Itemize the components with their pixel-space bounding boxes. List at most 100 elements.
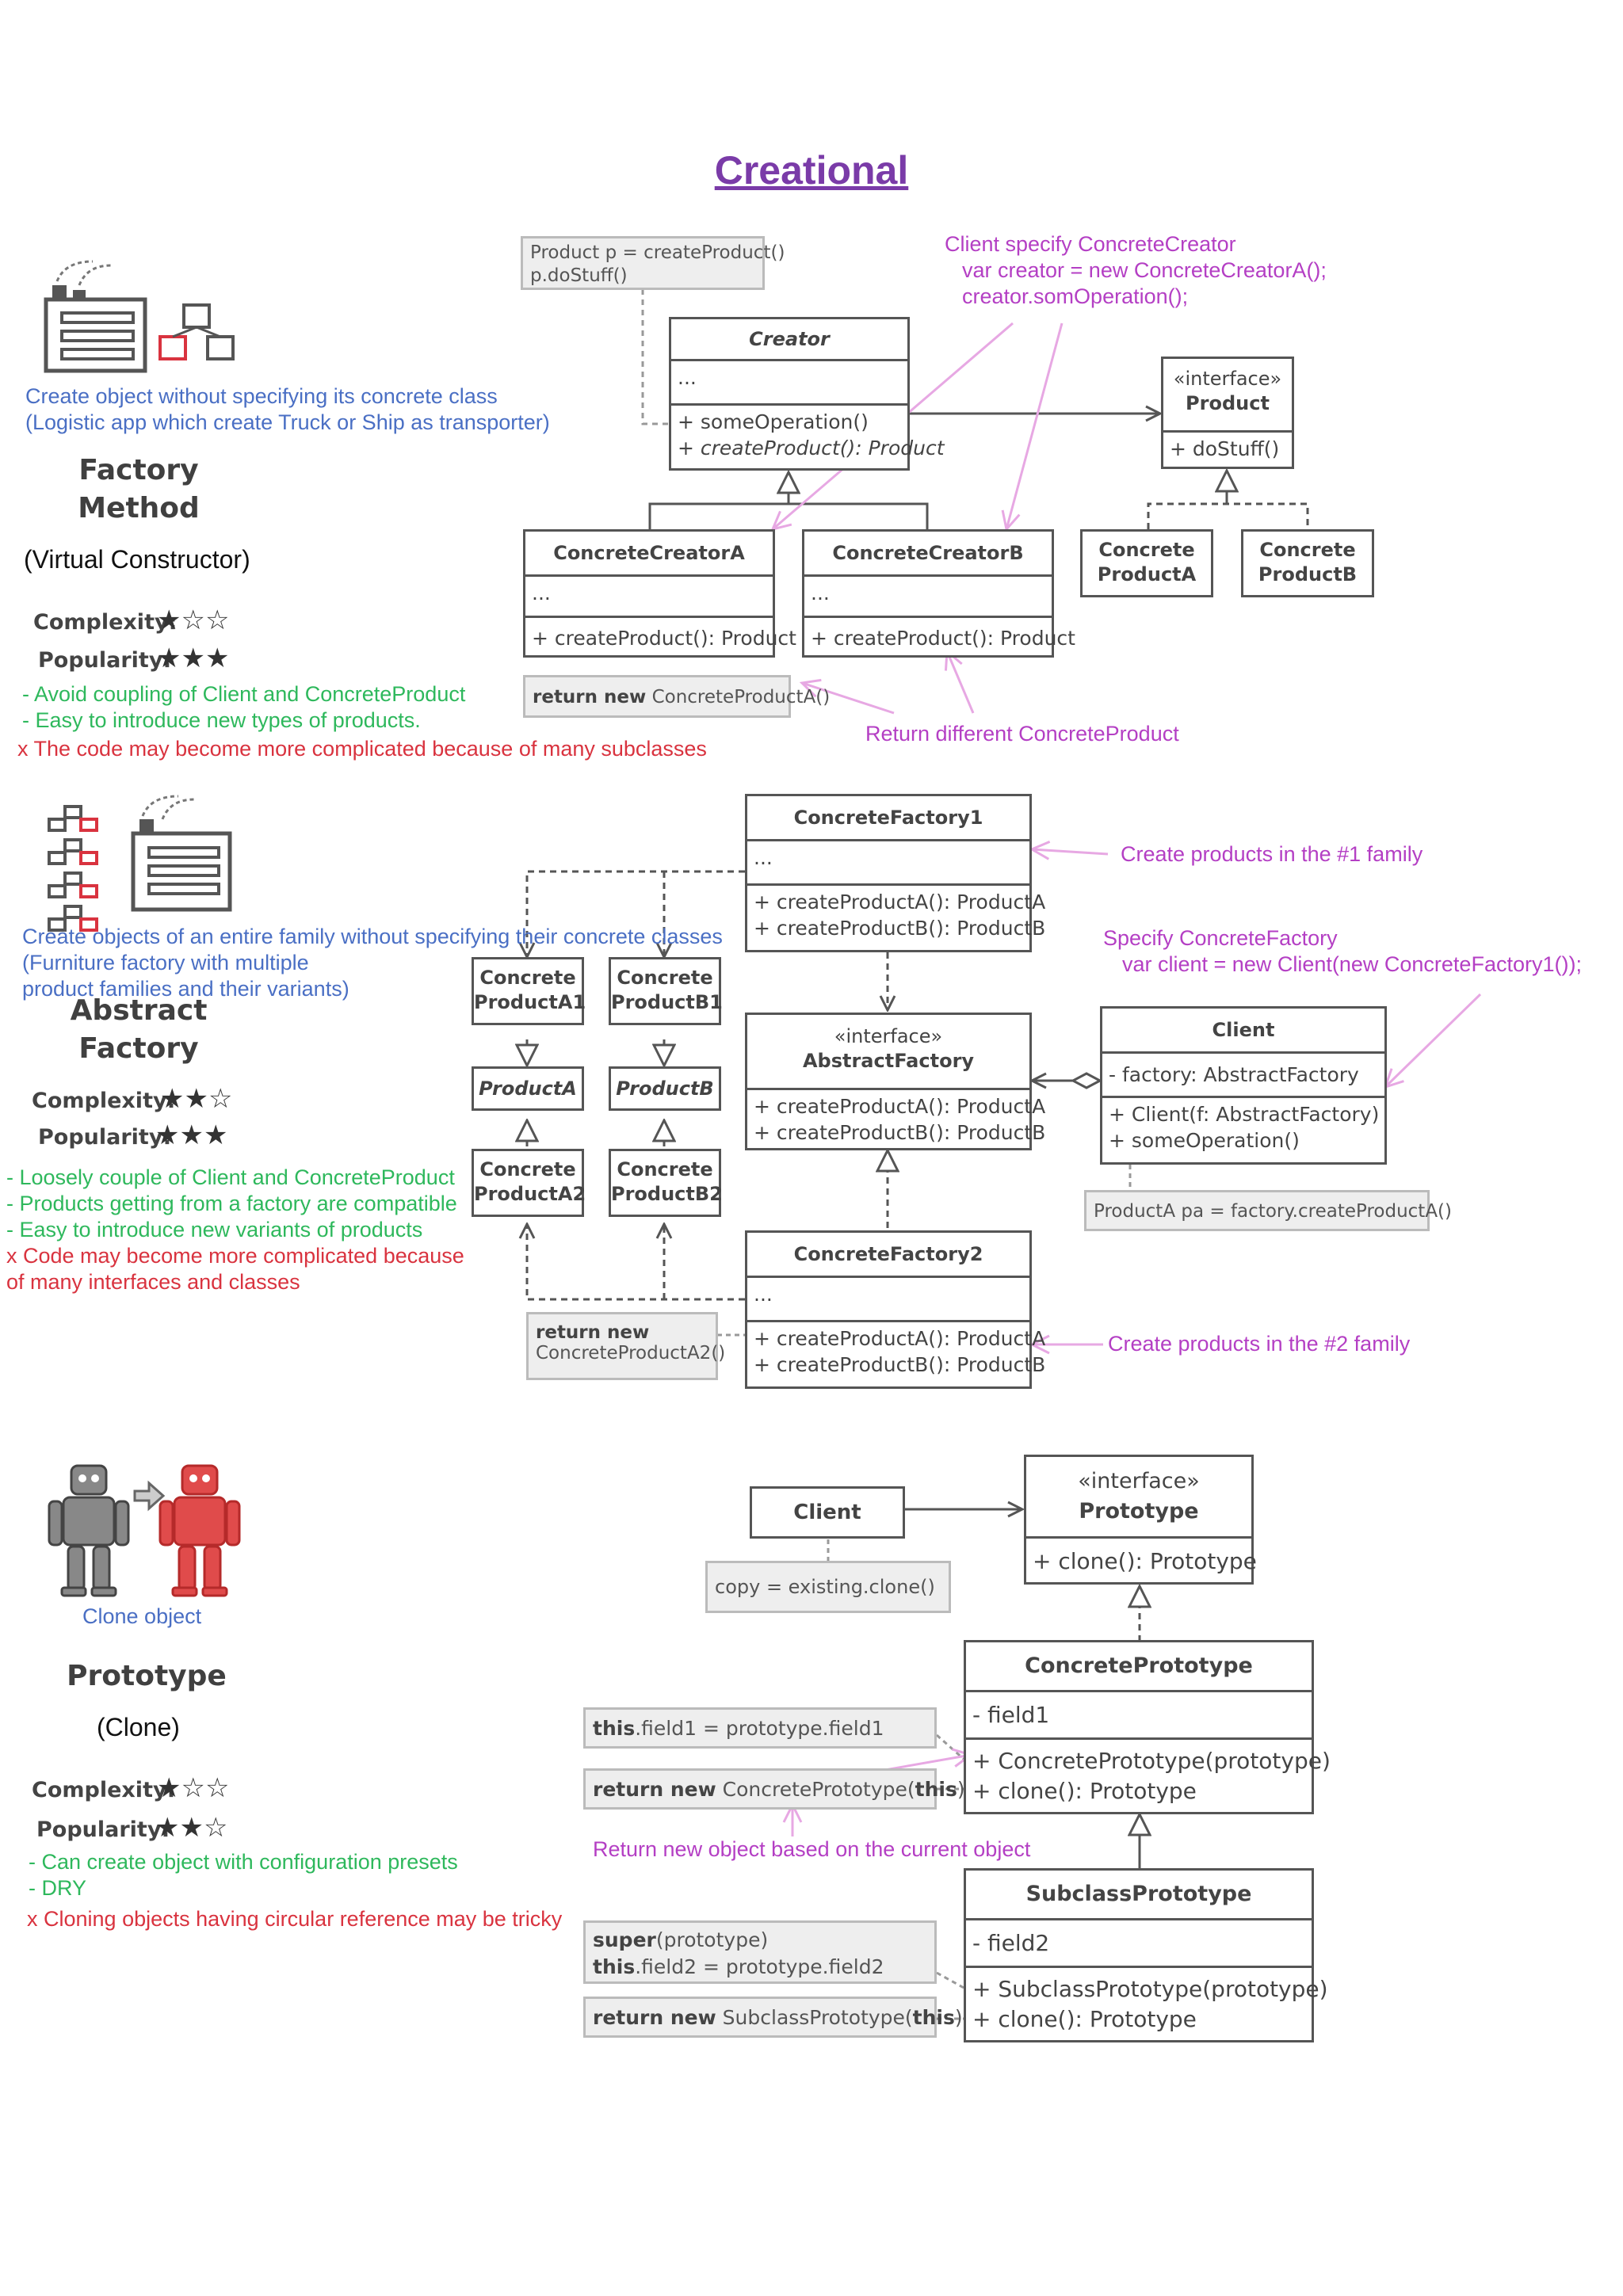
class-fields: ... [804,574,1052,616]
af-concrete-factory-1: ConcreteFactory1 ... + createProductA():… [745,794,1045,952]
af-example-2: product families and their variants) [22,977,349,1001]
fm-complexity-label: Complexity: [33,610,178,635]
proto-popularity-label: Popularity: [36,1817,170,1842]
star-filled-icon: ★ [203,1120,228,1150]
class-name: «interface» Prototype [1078,1469,1200,1524]
proto-note-field1: this.field1 = prototype.field1 [583,1707,937,1749]
robot-clone-red-icon [158,1464,241,1597]
af-pro-1: - Loosely couple of Client and ConcreteP… [6,1165,455,1189]
star-filled-icon: ★ [179,1120,204,1150]
proto-subclass-prototype: SubclassPrototype - field2 + SubclassPro… [964,1868,1328,2042]
af-product-b-interface: ProductB [609,1066,721,1111]
af-pattern-name: Abstract Factory [48,992,230,1068]
af-product-a-interface: ProductA [472,1066,584,1111]
af-complexity-stars: ★★☆ [160,1085,232,1112]
class-methods: + Client(f: AbstractFactory)+ someOperat… [1102,1096,1384,1162]
star-filled-icon: ★ [160,1084,185,1114]
class-name: ConcreteFactory2 [793,1243,983,1265]
fm-example: (Logistic app which create Truck or Ship… [25,410,550,434]
page-title: Creational [714,148,909,193]
star-filled-icon: ★ [184,1084,208,1114]
af-note-client-code: ProductA pa = factory.createProductA() [1084,1190,1452,1231]
af-description: Create objects of an entire family witho… [22,925,723,948]
class-methods: + createProduct(): Product [525,616,796,655]
af-pro-3: - Easy to introduce new variants of prod… [6,1218,423,1241]
star-filled-icon: ★ [157,643,181,673]
star-filled-icon: ★ [155,1813,180,1843]
proto-description: Clone object [82,1604,202,1628]
class-name: Creator [749,328,830,350]
af-complexity-label: Complexity: [32,1089,176,1113]
proto-pattern-name: Prototype [67,1660,227,1692]
fm-pro-1: - Avoid coupling of Client and ConcreteP… [22,682,466,706]
fm-annotation-return: Return different ConcreteProduct [865,722,1179,746]
robot-icon [48,1464,130,1597]
class-methods: + clone(): Prototype [1026,1536,1257,1582]
fm-pro-2: - Easy to introduce new types of product… [22,708,421,732]
proto-note-return-concrete: return new ConcretePrototype(this) [583,1768,965,1810]
fm-popularity-label: Popularity: [38,648,172,673]
proto-pro-1: - Can create object with configuration p… [29,1850,458,1874]
af-con-1: x Code may become more complicated becau… [6,1244,464,1268]
class-name: ConcreteCreatorB [832,542,1024,564]
fm-annotation-client-2: var creator = new ConcreteCreatorA(); [962,258,1327,282]
class-methods: + createProductA(): ProductA+ createProd… [747,1088,1045,1148]
fm-description: Create object without specifying its con… [25,384,498,408]
af-annotation-family2: Create products in the #2 family [1108,1332,1411,1356]
af-example-1: (Furniture factory with multiple [22,951,309,974]
class-name: ProductA [479,1077,577,1100]
class-name: SubclassPrototype [1025,1882,1252,1906]
proto-client-class: Client [750,1486,905,1539]
proto-concrete-prototype: ConcretePrototype - field1 + ConcretePro… [964,1640,1331,1814]
note-line: Product p = createProduct() [530,242,785,263]
class-methods: + createProductA(): ProductA+ createProd… [747,883,1045,950]
proto-note-super: super(prototype) this.field2 = prototype… [583,1920,937,1984]
class-name: Client [1212,1019,1275,1041]
class-name: ProductB [616,1077,714,1100]
star-filled-icon: ★ [181,643,205,673]
fm-pattern-name: Factory Method [48,452,230,528]
class-name: «interface» AbstractFactory [802,1025,975,1072]
class-methods: + doStuff() [1163,430,1292,467]
proto-prototype-interface: «interface» Prototype + clone(): Prototy… [1024,1455,1257,1585]
class-name: «interface» Product [1163,359,1292,430]
af-popularity-stars: ★★★ [155,1122,227,1149]
fm-product-interface: «interface» Product + doStuff() [1161,357,1294,469]
star-empty-icon: ☆ [181,605,205,635]
af-concrete-factory-2: ConcreteFactory2 ... + createProductA():… [745,1230,1045,1389]
class-title: Product [1186,392,1270,414]
fm-concrete-creator-a: ConcreteCreatorA ... + createProduct(): … [523,529,796,658]
fm-concrete-creator-b: ConcreteCreatorB ... + createProduct(): … [802,529,1075,658]
fm-popularity-stars: ★★★ [157,645,229,672]
class-fields: - field1 [966,1690,1312,1737]
af-con-2: of many interfaces and classes [6,1270,300,1294]
proto-pro-2: - DRY [29,1876,87,1900]
af-annotation-client-2: var client = new Client(new ConcreteFact… [1122,952,1582,976]
proto-note-copy: copy = existing.clone() [705,1561,951,1613]
class-fields: ... [671,359,907,403]
af-abstract-factory-interface: «interface» AbstractFactory + createProd… [745,1013,1045,1150]
factory-hierarchy-icon [48,795,232,932]
proto-complexity-stars: ★☆☆ [157,1775,229,1802]
fm-annotation-client-1: Client specify ConcreteCreator [945,232,1236,256]
proto-popularity-stars: ★★☆ [155,1814,227,1841]
method: + someOperation() [678,410,869,433]
af-annotation-family1: Create products in the #1 family [1121,842,1423,866]
star-empty-icon: ☆ [208,1084,233,1114]
star-empty-icon: ☆ [204,1773,230,1803]
star-filled-icon: ★ [157,605,181,635]
star-filled-icon: ★ [157,1773,181,1803]
proto-alias: (Clone) [97,1713,180,1741]
af-name-line1: Abstract [70,994,208,1027]
class-fields: - factory: AbstractFactory [1102,1051,1384,1096]
proto-annotation-return: Return new object based on the current o… [593,1837,1031,1861]
fm-note-return: return new ConcreteProductA() [523,675,830,718]
